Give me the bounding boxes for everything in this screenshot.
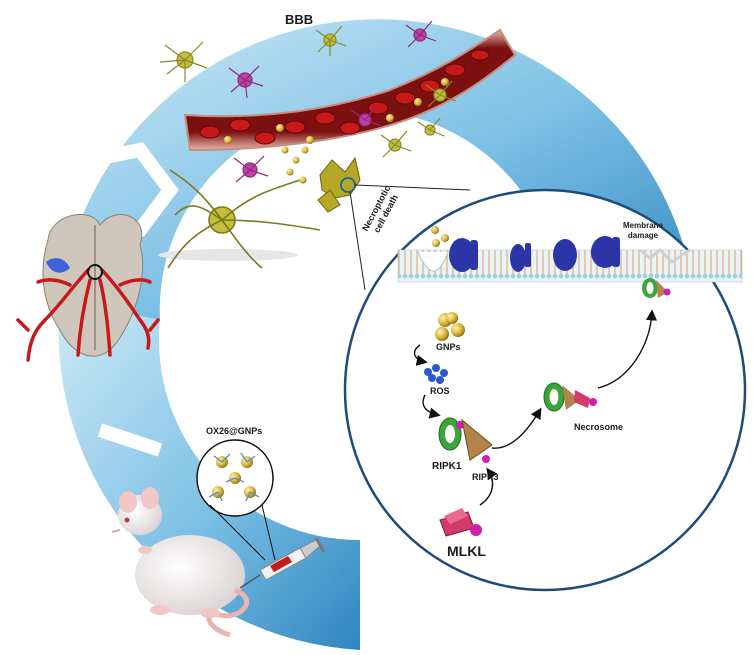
membrane-damage-label: Membrane damage bbox=[623, 221, 663, 241]
gnps-label: GNPs bbox=[436, 342, 461, 352]
membrane-damage-line1: Membrane bbox=[623, 221, 664, 230]
ripk3-icon bbox=[461, 418, 493, 463]
blood-vessel-icon bbox=[183, 28, 517, 152]
membrane-damage-complex bbox=[642, 278, 671, 298]
zoom-line-bottom bbox=[349, 191, 366, 291]
pathway-arrows bbox=[413, 309, 658, 506]
mouse-icon bbox=[111, 487, 250, 638]
necrosome-icon bbox=[543, 382, 597, 412]
ripk1-icon bbox=[438, 417, 464, 451]
syringe-icon bbox=[239, 537, 326, 589]
central-neuron bbox=[158, 169, 321, 269]
membrane-damage-line2: damage bbox=[627, 231, 659, 240]
ros-icon bbox=[424, 364, 448, 384]
bbb-label: BBB bbox=[285, 12, 314, 27]
neuron-cells bbox=[159, 25, 457, 158]
ros-label: ROS bbox=[430, 386, 450, 396]
necrosome-label: Necrosome bbox=[574, 422, 624, 432]
microglia-cells bbox=[228, 20, 437, 183]
ox26-gnps-inset bbox=[196, 439, 276, 561]
mlkl-label: MLKL bbox=[447, 543, 486, 559]
ripk1-label: RIPK1 bbox=[432, 461, 462, 472]
ox26-gnps-label: OX26@GNPs bbox=[206, 426, 263, 436]
gnps-zoom-top bbox=[431, 226, 449, 247]
zoom-line-top bbox=[354, 184, 471, 191]
ripk3-label: RIPK3 bbox=[472, 472, 499, 482]
gnps-cluster-top bbox=[281, 146, 309, 184]
mlkl-icon bbox=[439, 508, 482, 537]
membrane-bilayer bbox=[397, 236, 743, 283]
necroptotic-cells bbox=[317, 156, 361, 213]
gnps-cluster bbox=[435, 312, 465, 341]
brain-icon bbox=[16, 213, 160, 362]
